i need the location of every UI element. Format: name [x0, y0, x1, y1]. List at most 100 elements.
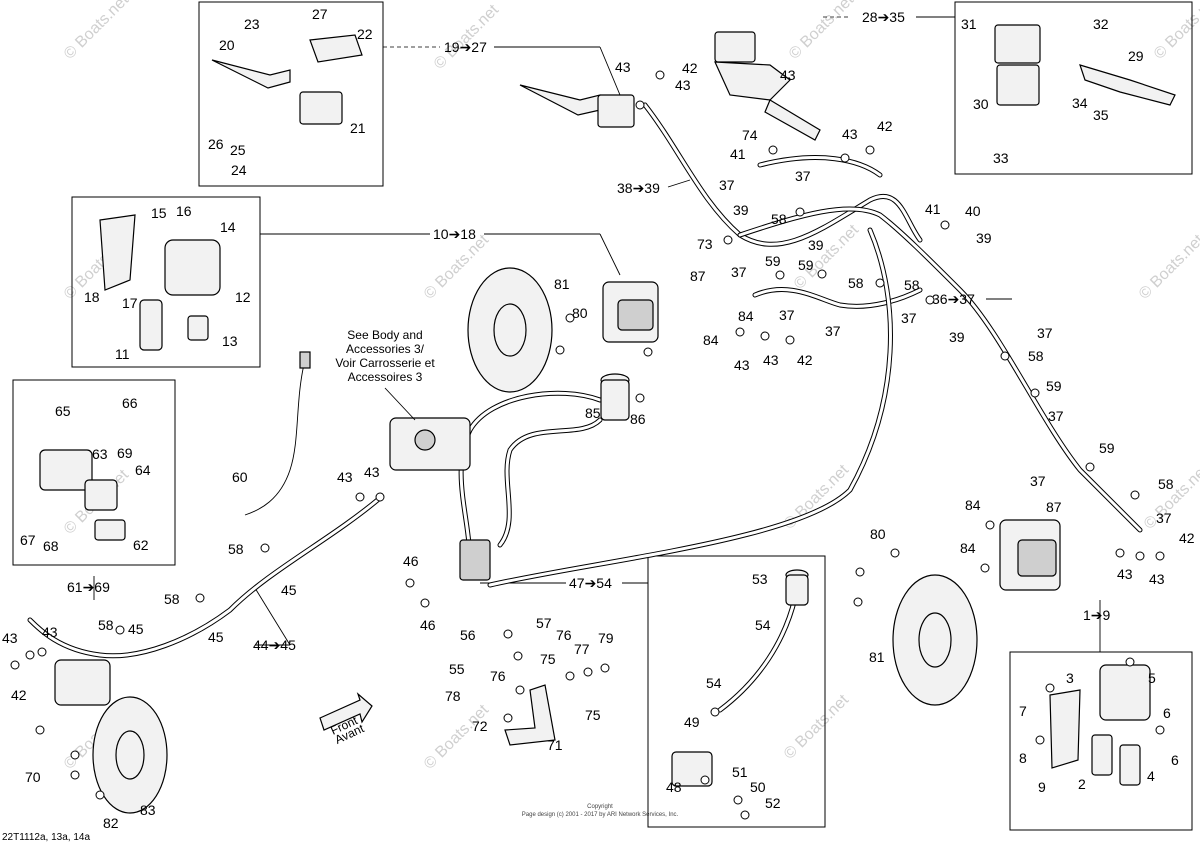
callout: 42: [11, 687, 27, 703]
callout: 9: [1038, 779, 1046, 795]
callout: 25: [230, 142, 246, 158]
callout: 59: [798, 257, 814, 273]
inset-box-master-cylinder: [954, 1, 1193, 175]
callout: 43: [364, 464, 380, 480]
inset-box-foot-pedal-reservoir: [647, 555, 826, 828]
callout: 78: [445, 688, 461, 704]
callout: 58: [771, 211, 787, 227]
callout: 39: [808, 237, 824, 253]
callout: 24: [231, 162, 247, 178]
range-label: 36➔37: [932, 291, 975, 307]
callout: 37: [795, 168, 811, 184]
callout: 37: [1037, 325, 1053, 341]
callout: 62: [133, 537, 149, 553]
callout: 74: [742, 127, 758, 143]
callout: 31: [961, 16, 977, 32]
callout: 16: [176, 203, 192, 219]
sensor-connector: [299, 351, 311, 369]
callout: 85: [585, 405, 601, 421]
range-label: 19➔27: [444, 39, 487, 55]
callout: 59: [1046, 378, 1062, 394]
callout: 56: [460, 627, 476, 643]
watermark: © Boats.net: [1151, 0, 1200, 63]
callout: 12: [235, 289, 251, 305]
callout: 43: [1117, 566, 1133, 582]
callout: 49: [684, 714, 700, 730]
assemblies: [39, 24, 1176, 787]
callout: 60: [232, 469, 248, 485]
callout: 37: [731, 264, 747, 280]
callout: 58: [904, 277, 920, 293]
callout: 58: [228, 541, 244, 557]
note-line: Accessoires 3: [348, 370, 423, 384]
callout: 58: [164, 591, 180, 607]
callout: 83: [140, 802, 156, 818]
callout: 27: [312, 6, 328, 22]
callout: 76: [556, 627, 572, 643]
callout: 33: [993, 150, 1009, 166]
brake-pedal: [504, 684, 556, 746]
callout: 75: [585, 707, 601, 723]
watermark: © Boats.net: [421, 701, 493, 773]
callout: 75: [540, 651, 556, 667]
sensor-wire: [244, 359, 306, 516]
callout: 58: [98, 617, 114, 633]
callout: 15: [151, 205, 167, 221]
body-accessories-note: See Body and Accessories 3/ Voir Carross…: [335, 328, 435, 421]
callout: 64: [135, 462, 151, 478]
callout: 42: [877, 118, 893, 134]
copyright-line: Copyright: [587, 804, 613, 810]
callout: 39: [949, 329, 965, 345]
callout: 84: [703, 332, 719, 348]
callout: 32: [1093, 16, 1109, 32]
hand-master-cylinder: [597, 94, 635, 128]
callout: 6: [1171, 752, 1179, 768]
callout: 14: [220, 219, 236, 235]
callout: 17: [122, 295, 138, 311]
callout: 23: [244, 16, 260, 32]
callout: 4: [1147, 768, 1155, 784]
callout: 72: [472, 718, 488, 734]
callout: 39: [733, 202, 749, 218]
callout: 55: [449, 661, 465, 677]
callout: 87: [1046, 499, 1062, 515]
callout: 29: [1128, 48, 1144, 64]
callout: 42: [682, 60, 698, 76]
callout: 69: [117, 445, 133, 461]
callout: 67: [20, 532, 36, 548]
callout: 87: [690, 268, 706, 284]
callout: 43: [337, 469, 353, 485]
callout: 70: [25, 769, 41, 785]
callout: 40: [965, 203, 981, 219]
callout: 82: [103, 815, 119, 831]
callout: 2: [1078, 776, 1086, 792]
callout: 48: [666, 779, 682, 795]
callout: 59: [765, 253, 781, 269]
callout: 43: [615, 59, 631, 75]
callout: 65: [55, 403, 71, 419]
range-label: 1➔9: [1083, 607, 1111, 623]
callout: 50: [750, 779, 766, 795]
note-line: See Body and: [347, 328, 422, 342]
range-label-layer: 28➔35 19➔27 10➔18 38➔39 36➔37 61➔69 44➔4…: [67, 9, 1111, 653]
callout: 43: [763, 352, 779, 368]
callout-layer: 20 23 27 22 26 25 21 24 15 16 14 18 17 1…: [2, 6, 1195, 831]
range-leaders: [93, 16, 1101, 652]
callout: 13: [222, 333, 238, 349]
callout: 46: [403, 553, 419, 569]
range-label: 61➔69: [67, 579, 110, 595]
callout: 7: [1019, 703, 1027, 719]
inset-boxes: [12, 1, 1193, 831]
callout: 66: [122, 395, 138, 411]
callout: 79: [598, 630, 614, 646]
watermark: © Boats.net: [781, 691, 853, 763]
callout: 43: [42, 624, 58, 640]
watermark: © Boats.net: [431, 1, 503, 73]
brake-discs: [92, 267, 978, 814]
callout: 22: [357, 26, 373, 42]
callout: 84: [965, 497, 981, 513]
callout: 84: [738, 308, 754, 324]
watermark: © Boats.net: [1136, 231, 1200, 303]
rear-caliper: [54, 659, 111, 706]
